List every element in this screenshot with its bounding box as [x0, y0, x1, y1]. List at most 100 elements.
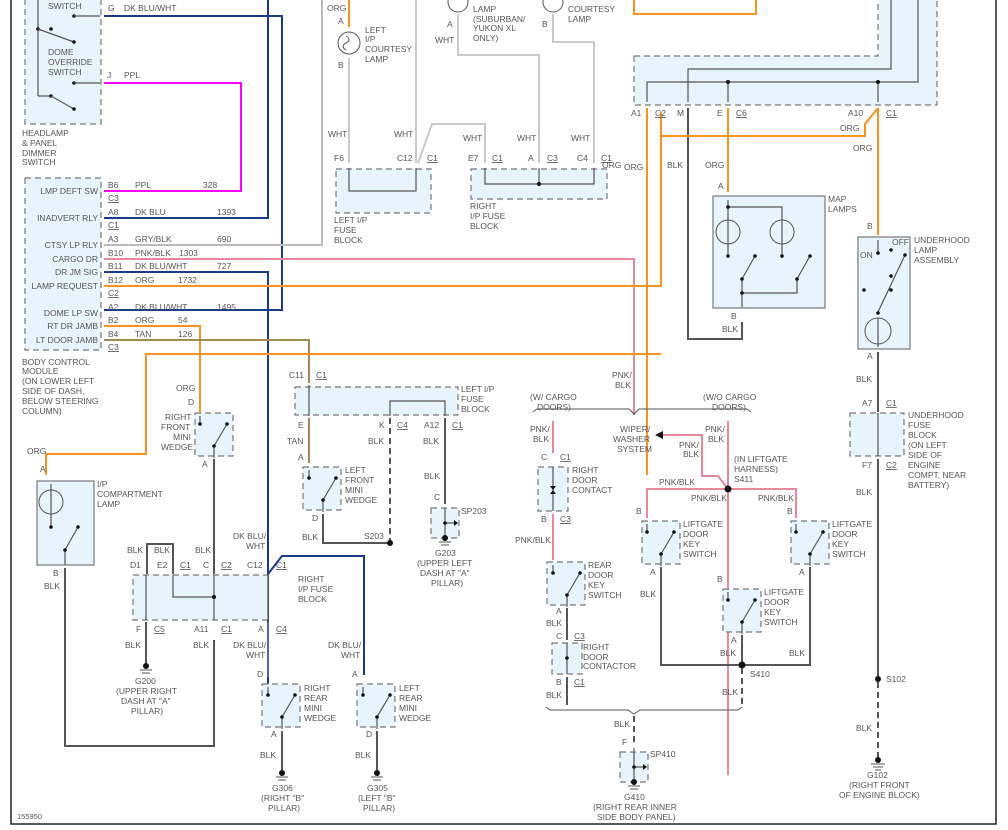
switch-label: SWITCH — [48, 1, 82, 11]
component-label: SWITCH — [764, 617, 798, 627]
wire-blk-m — [687, 108, 743, 340]
component-label: LIFTGATE — [832, 519, 872, 529]
wire-wht — [552, 14, 595, 163]
wire-label: BLK — [302, 532, 318, 542]
component-label: KEY — [764, 607, 781, 617]
component-label: RIGHT — [572, 465, 598, 475]
wire-label: WHT — [571, 133, 590, 143]
splice-label: S102 — [886, 674, 906, 684]
connector-label: C1 — [601, 153, 612, 163]
wire-label: PNK/BLK — [135, 248, 171, 258]
wire-pnk-blk — [646, 488, 797, 518]
wire-label: DK BLU/ — [328, 640, 362, 650]
wire-label: WHT — [246, 650, 265, 660]
pin-label: E — [298, 420, 304, 430]
component-label: LEFT — [345, 465, 366, 475]
arrow-icon — [655, 431, 663, 439]
pin-label: A — [528, 153, 534, 163]
wire-dk-blu-wht-g — [104, 15, 283, 311]
pin-label: A — [718, 181, 724, 191]
wire-label: BLK — [533, 434, 549, 444]
bcm-terminal-label: CARGO DR — [52, 254, 98, 264]
left-ip-fuse-block-mid: C11 C1 E K C4 A12 C1 LEFT I/P FUSE BLOCK — [289, 370, 495, 430]
wire-dk-blu — [104, 0, 269, 219]
pin-label: E7 — [468, 153, 479, 163]
left-ip-fuse-block-top: F6 C12 C1 LEFT I/P FUSE BLOCK — [334, 153, 438, 245]
wire-label: DK BLU/ — [233, 531, 267, 541]
component-label: DOOR — [583, 652, 609, 662]
wire-label: WHT — [246, 541, 265, 551]
component-label: REAR — [399, 693, 423, 703]
option-label: (W/O CARGO — [703, 392, 757, 402]
wire-label: BLK — [125, 640, 141, 650]
switch-position-label: ON — [860, 250, 873, 260]
wiper-label: WASHER — [613, 434, 650, 444]
connector-label: C3 — [574, 631, 585, 641]
component-label: LEFT I/P — [334, 215, 368, 225]
wire-label: BLK — [856, 723, 872, 733]
pin-label: F6 — [334, 153, 344, 163]
ground-label: OF ENGINE BLOCK) — [839, 790, 920, 800]
component-label: HEADLAMP — [22, 128, 69, 138]
pin-label: B — [636, 506, 642, 516]
circuit-number: 690 — [217, 234, 231, 244]
connector-label: C6 — [736, 108, 747, 118]
wire-label: PPL — [124, 70, 140, 80]
component-label: LAMP — [97, 499, 120, 509]
component-label: DOOR — [588, 570, 614, 580]
ground-label: (LEFT "B" — [358, 793, 396, 803]
wire-label: ORG — [624, 162, 643, 172]
splice-label: (IN LIFTGATE — [734, 454, 788, 464]
pin-label: M — [677, 108, 684, 118]
wire-blk — [322, 514, 390, 544]
component-label: WEDGE — [161, 442, 193, 452]
pin-label: G — [108, 3, 115, 13]
wire-label: ORG — [327, 3, 346, 13]
component-label: COMPARTMENT — [97, 489, 163, 499]
wire-label: PPL — [135, 180, 151, 190]
splice-s102 — [875, 676, 881, 682]
option-bracket — [545, 706, 743, 715]
wire-label: DK BLU/WHT — [124, 3, 176, 13]
pin-label: B — [542, 19, 548, 29]
pin-label: D1 — [130, 560, 141, 570]
connector-label: C1 — [180, 560, 191, 570]
pin-label: E — [717, 108, 723, 118]
pin-label: B — [541, 514, 547, 524]
wire-org-ipcomp — [45, 353, 661, 475]
pin-label: B10 — [108, 248, 123, 258]
right-door-contactor: C C3 B C1 RIGHT DOOR CONTACTOR — [551, 631, 636, 687]
wire-label: BLK — [720, 648, 736, 658]
bcm-terminal-label: LT DOOR JAMB — [36, 335, 98, 345]
component-label: SIDE OF DASH, — [22, 386, 84, 396]
component-label: BODY CONTROL — [22, 357, 90, 367]
component-label: UNDERHOOD — [908, 410, 964, 420]
pin-label: A — [298, 452, 304, 462]
component-label: LAMP — [568, 14, 591, 24]
pin-label: A — [556, 606, 562, 616]
wire-label: BLK — [546, 618, 562, 628]
bcm-terminal-label: INADVERT RLY — [37, 213, 98, 223]
pin-label: B — [787, 506, 793, 516]
pin-label: A — [650, 567, 656, 577]
bcm-terminal-label: DOME LP SW — [44, 308, 98, 318]
pin-label: A2 — [108, 302, 119, 312]
pin-label: A — [258, 624, 264, 634]
diagram-frame — [10, 0, 997, 825]
component-label: REAR — [588, 560, 612, 570]
pin-label: A — [271, 729, 277, 739]
ground-label: G410 — [624, 792, 645, 802]
component-label: BLOCK — [908, 430, 937, 440]
component-label: BELOW STEERING — [22, 396, 99, 406]
wire-label: BLK — [722, 687, 738, 697]
wire-tan-126 — [104, 339, 310, 383]
wire-label: BLK — [44, 581, 60, 591]
pin-label: A8 — [108, 207, 119, 217]
connector-label: C2 — [221, 560, 232, 570]
connector-label: C1 — [221, 624, 232, 634]
ip-compartment-lamp: A B ORG BLK I/P COMPARTMENT LAMP — [27, 446, 163, 591]
pin-label: C12 — [247, 560, 263, 570]
component-label: RIGHT — [165, 412, 191, 422]
pin-label: A — [202, 459, 208, 469]
